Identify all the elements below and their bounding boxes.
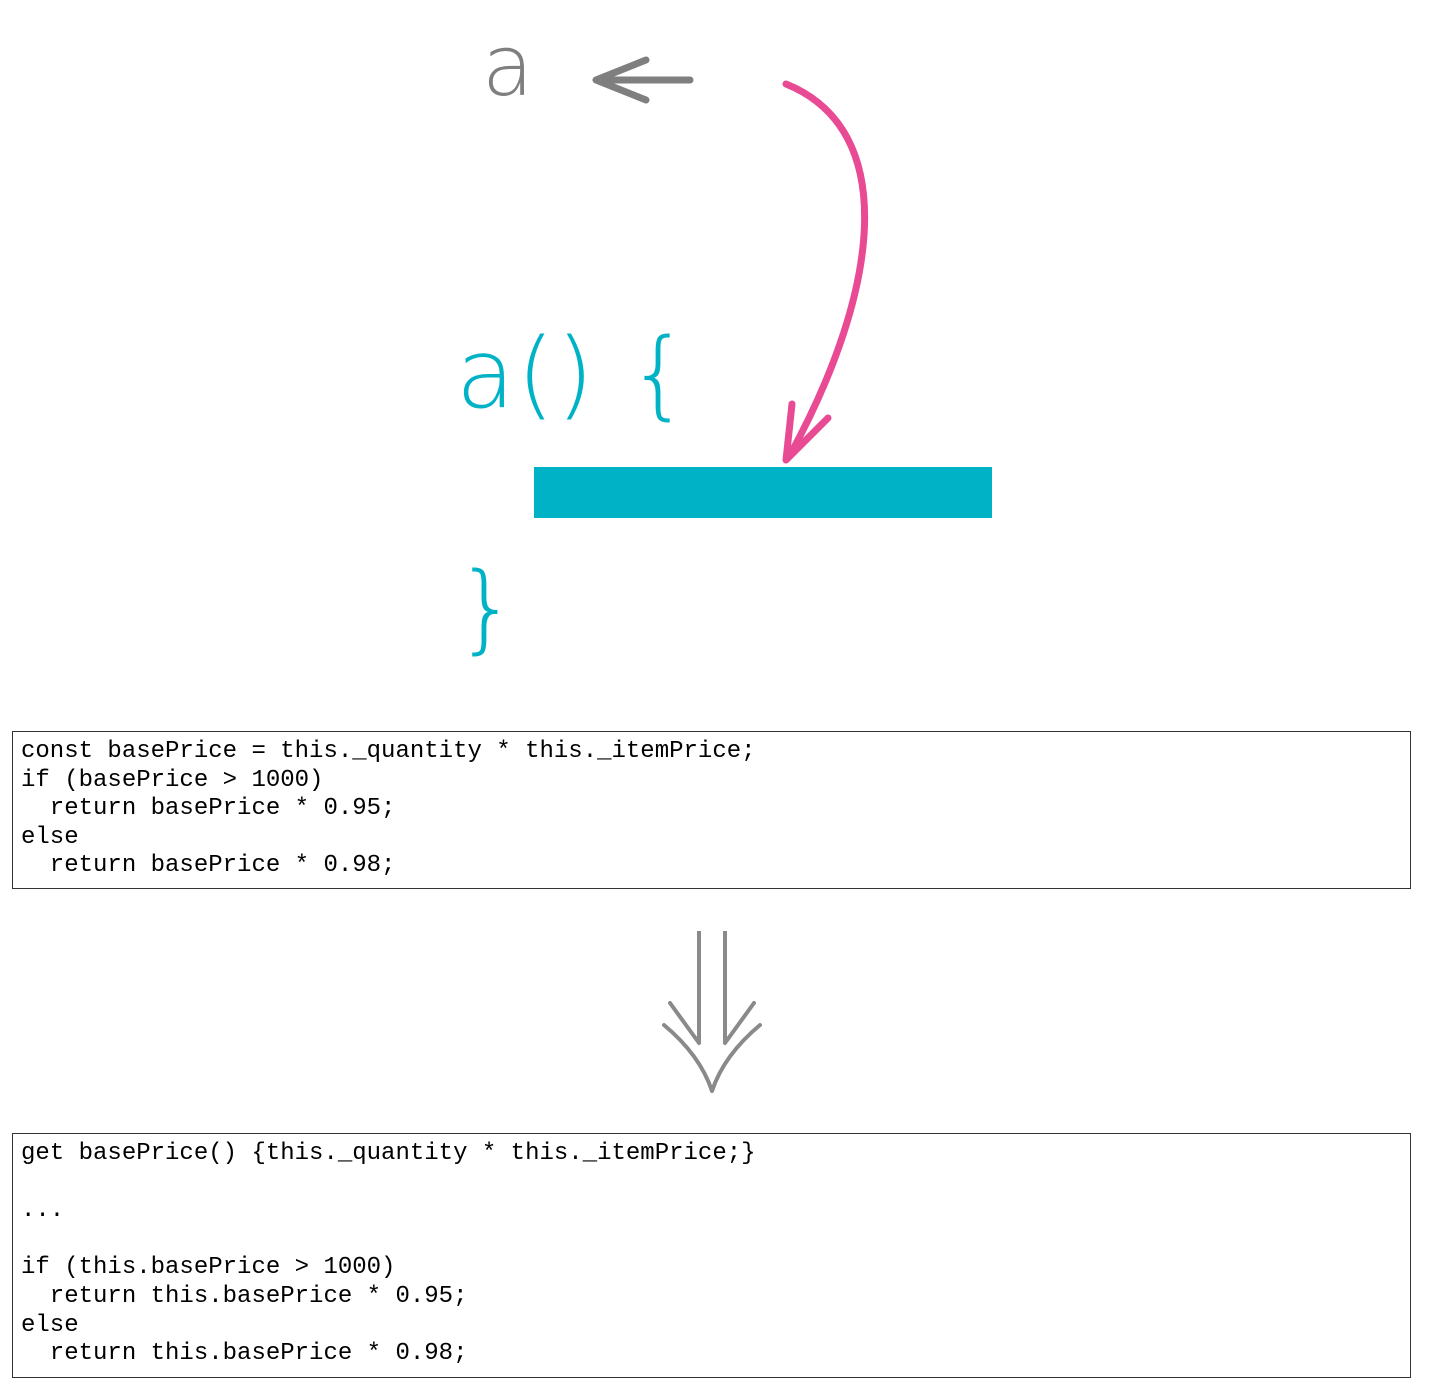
function-body-bar xyxy=(534,467,992,518)
arrows-layer xyxy=(592,56,868,464)
double-down-arrow-icon xyxy=(662,931,762,1093)
function-open: a() { xyxy=(456,318,692,430)
arrow-left-icon xyxy=(592,56,694,104)
code-line: ... xyxy=(21,1197,65,1225)
code-line: else xyxy=(21,823,79,851)
code-line: else xyxy=(21,1311,79,1339)
code-line: if (this.basePrice > 1000) xyxy=(21,1254,396,1282)
code-before-box: const basePrice = this._quantity * this.… xyxy=(12,731,1411,889)
variable-label: a xyxy=(482,17,534,115)
curved-arrow-icon xyxy=(782,80,868,464)
code-line: const basePrice = this._quantity * this.… xyxy=(21,738,756,765)
code-line xyxy=(21,1226,1402,1255)
code-line: get basePrice() {this._quantity * this._… xyxy=(21,1140,756,1167)
code-line: return basePrice * 0.98; xyxy=(21,852,396,880)
function-close: } xyxy=(456,552,518,664)
code-line: if (basePrice > 1000) xyxy=(21,766,324,794)
refactoring-illustration: a a() { } xyxy=(456,17,992,664)
code-line: return this.basePrice * 0.95; xyxy=(21,1282,468,1310)
code-line xyxy=(21,1169,1402,1198)
code-line: return basePrice * 0.95; xyxy=(21,795,396,823)
code-line: return this.basePrice * 0.98; xyxy=(21,1340,468,1368)
code-after-box: get basePrice() {this._quantity * this._… xyxy=(12,1133,1411,1378)
